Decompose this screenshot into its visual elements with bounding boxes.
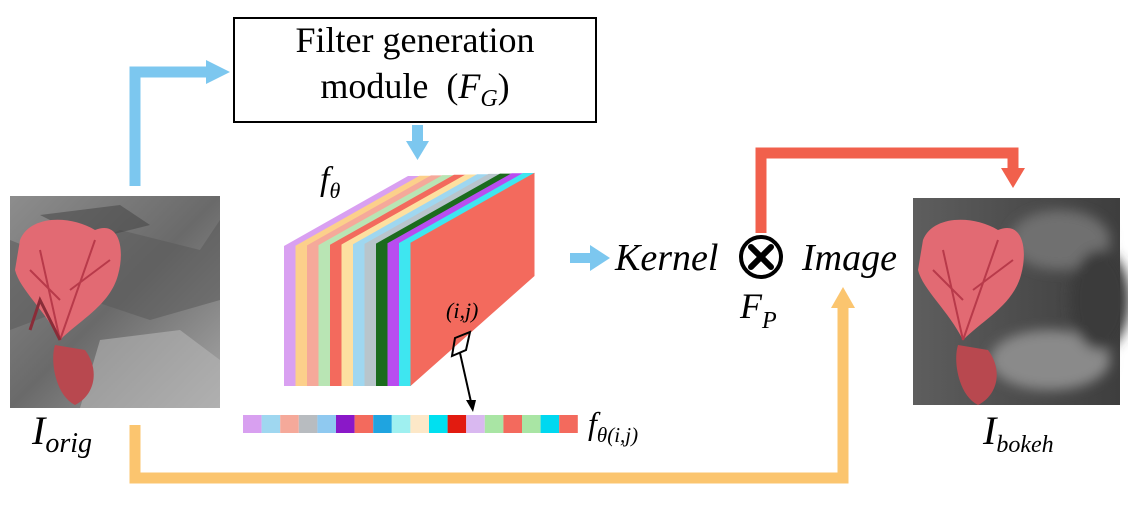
filter-layer-3: [307, 175, 443, 386]
filter-layer-8: [364, 173, 501, 386]
filter-layer-5: [330, 174, 466, 386]
label-kernel: Kernel: [614, 237, 718, 279]
vector-cell-17: [540, 415, 560, 433]
blue-arrow-to-module: [129, 60, 230, 186]
blue-arrow-to-filters: [406, 125, 429, 160]
filter-vector-strip: [243, 415, 578, 433]
label-i-orig: Iorig: [31, 408, 92, 459]
filter-layer-2: [295, 175, 432, 386]
vector-cell-10: [410, 415, 429, 433]
vector-cell-8: [373, 415, 392, 433]
pixel-pointer: [450, 330, 476, 412]
filter-layer-7: [353, 174, 489, 386]
filter-layer-9: [376, 173, 512, 386]
label-ij: (i,j): [446, 298, 478, 323]
vector-cell-5: [317, 415, 336, 433]
input-image: [10, 196, 220, 408]
red-arrow-to-output: [755, 147, 1025, 233]
filter-layer-12: [410, 172, 535, 386]
vector-cell-6: [336, 415, 355, 433]
vector-cell-4: [298, 415, 318, 433]
label-i-bokeh: Ibokeh: [982, 408, 1054, 458]
filter-layer-1: [284, 176, 420, 386]
blue-arrow-to-kernel: [570, 245, 610, 271]
filter-generation-module: Filter generation module (FG): [233, 17, 597, 123]
module-title-line2: module (FG): [320, 66, 510, 113]
vector-cell-16: [522, 415, 541, 433]
filter-layer-6: [341, 174, 478, 386]
filter-stack: [284, 172, 535, 386]
orange-arrow-to-image: [129, 287, 855, 484]
vector-cell-7: [354, 415, 374, 433]
module-word: module: [320, 66, 429, 107]
filter-layer-10: [387, 173, 524, 386]
vector-cell-1: [243, 415, 262, 433]
module-symbol: F: [458, 66, 481, 107]
vector-cell-9: [391, 415, 411, 433]
otimes-icon: [739, 235, 783, 279]
module-symbol-sub: G: [480, 86, 498, 113]
output-bokeh-image: [913, 198, 1128, 405]
label-image: Image: [801, 237, 897, 279]
vector-cell-18: [559, 415, 578, 433]
filter-layer-4: [318, 175, 455, 386]
vector-cell-3: [280, 415, 299, 433]
label-fp: FP: [739, 286, 777, 334]
filter-layer-11: [399, 173, 535, 386]
vector-cell-2: [261, 415, 281, 433]
vector-cell-12: [447, 415, 467, 433]
vector-cell-13: [466, 415, 485, 433]
label-f-theta: fθ: [320, 161, 340, 203]
label-f-theta-ij: fθ(i,j): [588, 405, 638, 447]
module-title-line1: Filter generation: [295, 20, 535, 61]
vector-cell-14: [484, 415, 504, 433]
vector-cell-15: [503, 415, 522, 433]
vector-cell-11: [429, 415, 448, 433]
